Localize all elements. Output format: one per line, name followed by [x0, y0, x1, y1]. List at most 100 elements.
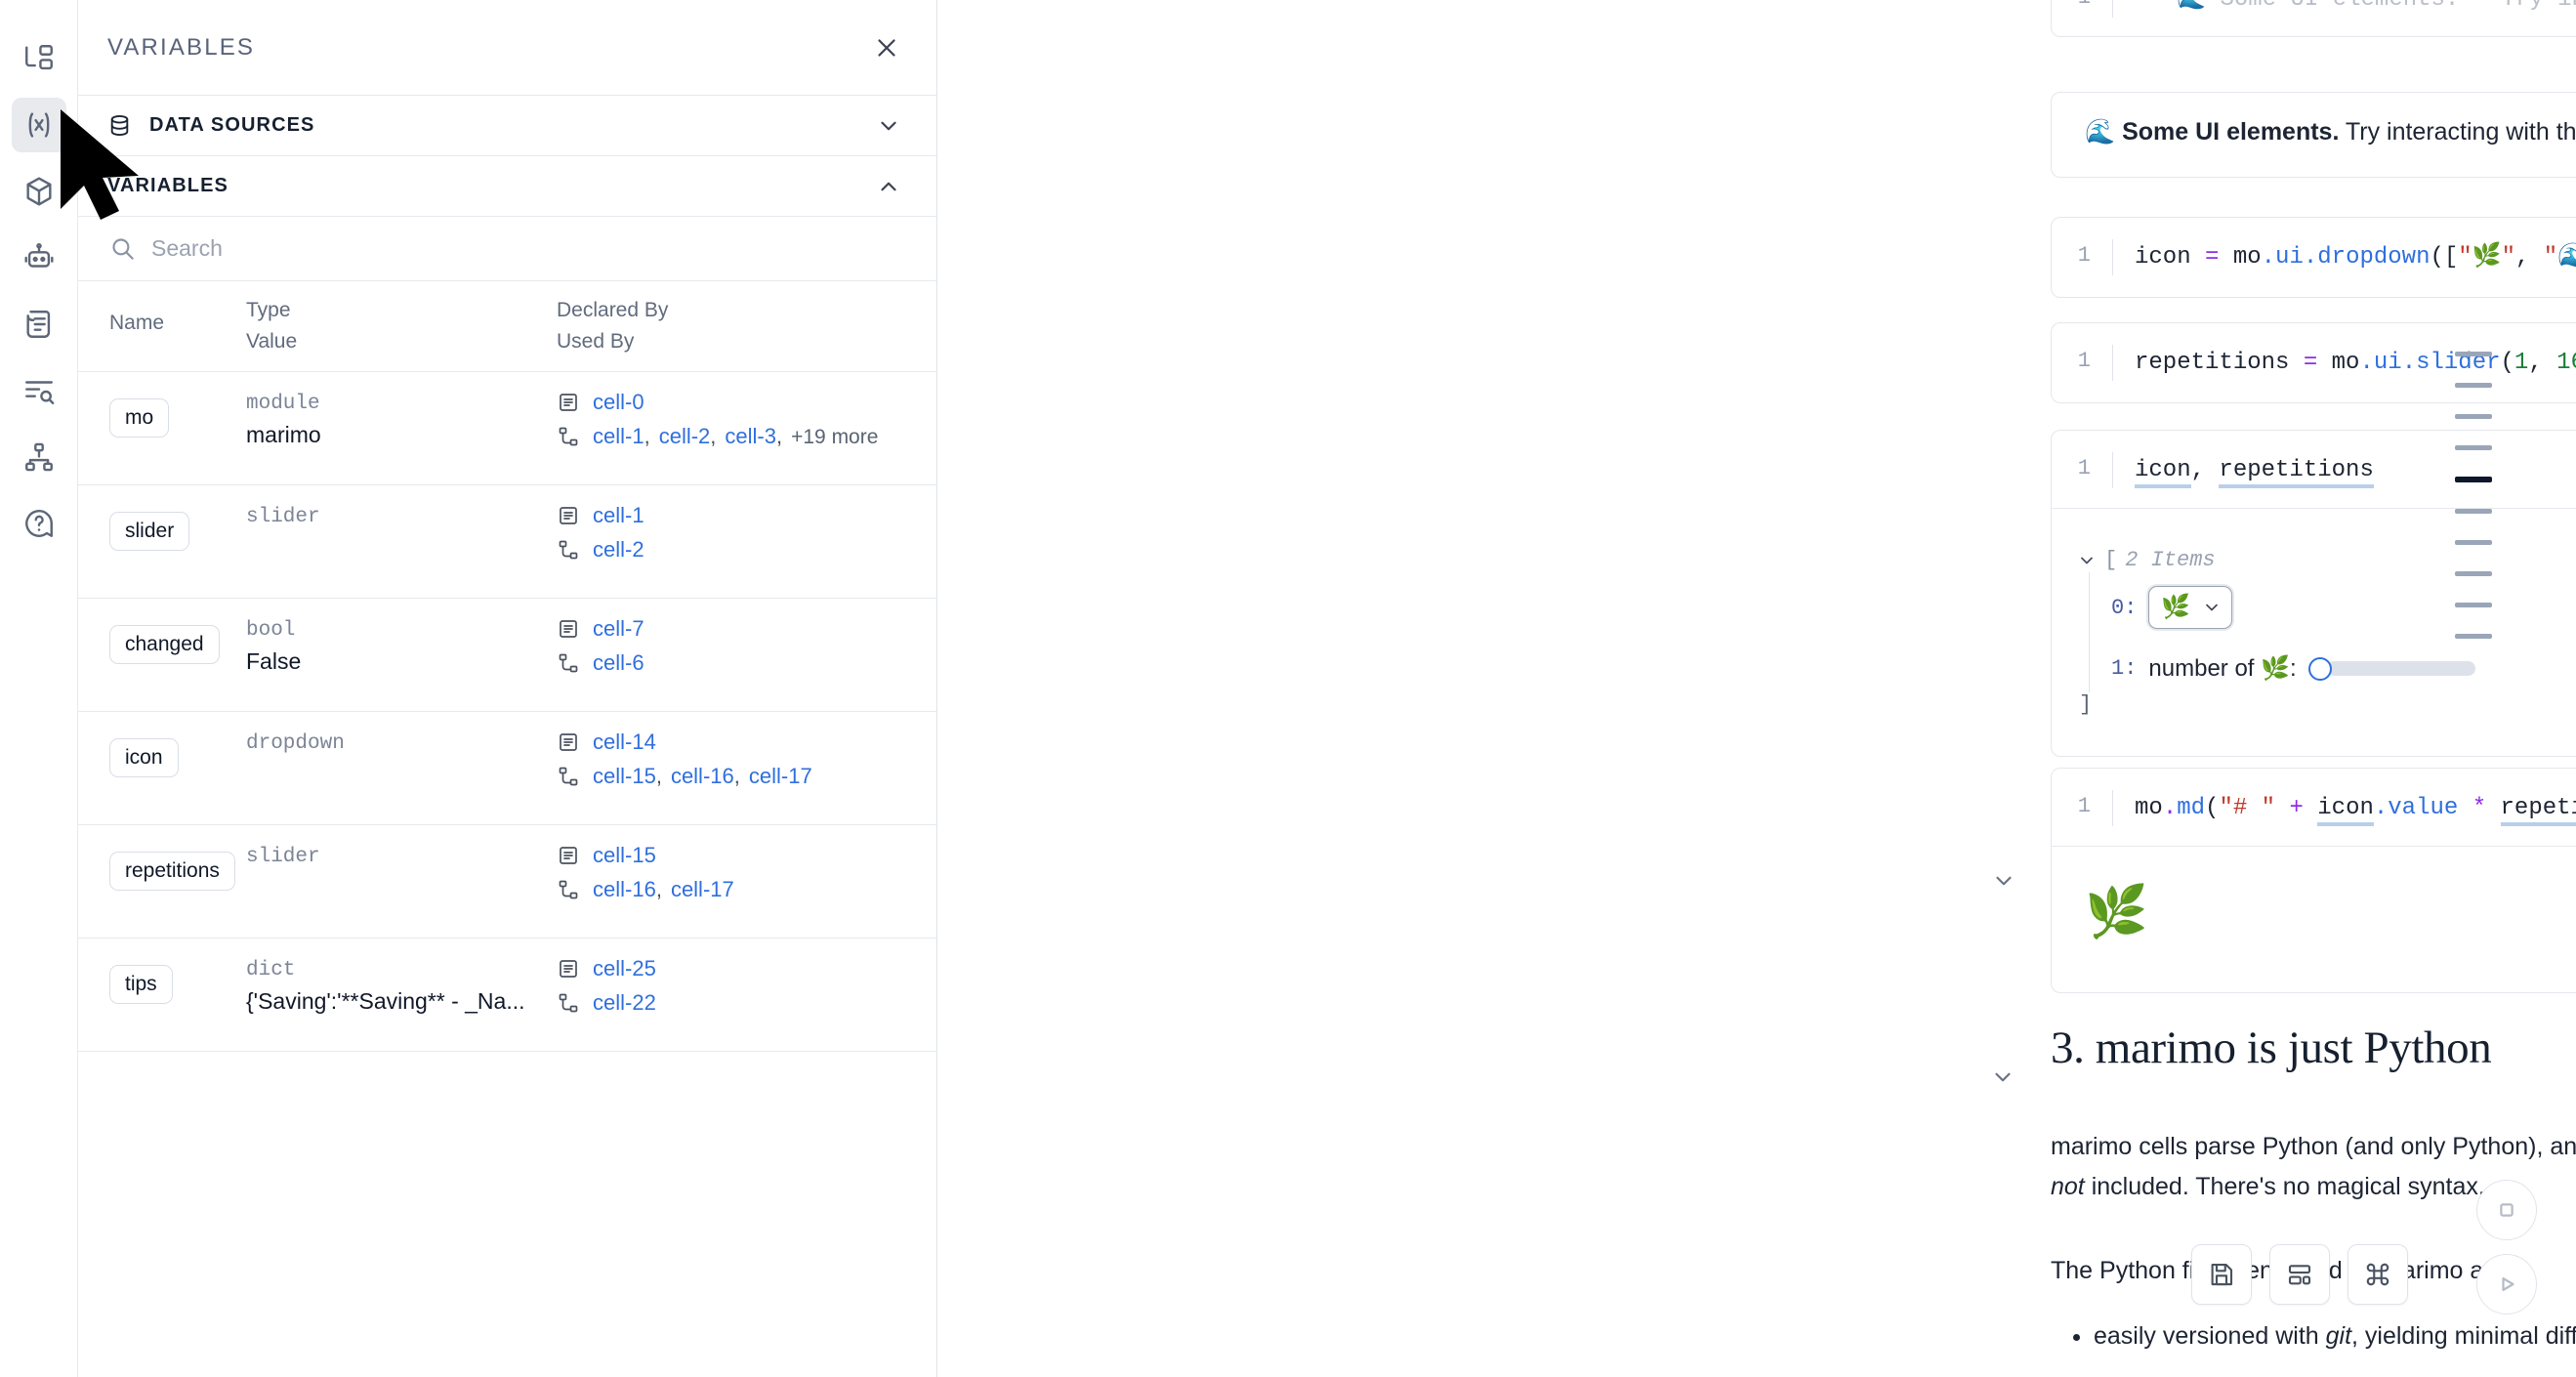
code-cell-dropdown[interactable]: 1 icon = mo.ui.dropdown(["🌿", "🌊", "✨"],…	[2051, 217, 2576, 299]
entry-index: 0:	[2111, 595, 2138, 620]
save-button[interactable]	[2191, 1244, 2252, 1305]
code-cell-slider[interactable]: 1 repetitions = mo.ui.slider(1, 16, labe…	[2051, 322, 2576, 404]
emphasis-not: not	[2051, 1172, 2085, 1200]
variable-name-chip[interactable]: icon	[109, 737, 179, 777]
command-palette-button[interactable]	[2347, 1244, 2408, 1305]
stop-icon[interactable]	[2476, 1180, 2537, 1240]
inspector-header[interactable]: [ 2 Items	[2077, 548, 2576, 572]
cell-link[interactable]: cell-14	[593, 729, 656, 754]
table-header-row: Name Type Value Declared By Used By	[78, 281, 936, 372]
code-cell-md[interactable]: 1 mo.md("# " + icon.value * repetitions.…	[1996, 768, 2576, 994]
used-by-line: cell-2	[557, 537, 927, 563]
section-data-sources[interactable]: DATA SOURCES	[78, 96, 936, 156]
markdown-output-cell[interactable]: 🌊 Some UI elements. Try interacting with…	[2051, 92, 2576, 178]
slider-label: number of 🌿:	[2148, 655, 2297, 683]
layout-button[interactable]	[2269, 1244, 2330, 1305]
bracket-close: ]	[2079, 692, 2093, 718]
column-header-value: Value	[246, 329, 298, 353]
list-item: easily versioned with git, yielding mini…	[2094, 1316, 2576, 1356]
minimap-mark[interactable]	[2455, 634, 2492, 639]
scratchpad-icon[interactable]	[12, 297, 66, 352]
cell-document-icon	[557, 957, 580, 981]
minimap-mark[interactable]	[2455, 352, 2492, 356]
minimap-mark[interactable]	[2455, 383, 2492, 388]
partial-code-cell[interactable]: 1 """🌊 Some UI elements.** Try interacti…	[2051, 0, 2576, 37]
variable-name-chip[interactable]: tips	[109, 964, 173, 1004]
cell-link[interactable]: cell-25	[593, 955, 656, 981]
variables-icon[interactable]	[11, 98, 66, 152]
cell-link[interactable]: cell-1	[593, 423, 644, 448]
cell-link[interactable]: cell-17	[748, 763, 812, 788]
chevron-down-icon[interactable]	[1990, 1064, 2015, 1090]
cell-link[interactable]: cell-0	[593, 389, 644, 414]
file-explorer-icon[interactable]	[12, 31, 66, 86]
minimap-mark[interactable]	[2455, 414, 2492, 419]
chevron-down-icon[interactable]	[1991, 868, 2016, 894]
robot-icon[interactable]	[12, 230, 66, 285]
cell-usage-icon	[557, 991, 580, 1015]
search-icon	[109, 235, 136, 262]
slider-thumb[interactable]	[2307, 656, 2332, 681]
minimap[interactable]	[2455, 352, 2492, 639]
code-cell-display[interactable]: 1 icon, repetitions [ 2 Items 0:	[2051, 430, 2576, 758]
cell-link[interactable]: cell-1	[593, 502, 644, 527]
panel-header: VARIABLES	[78, 0, 936, 96]
chevron-down-icon[interactable]	[2077, 551, 2097, 570]
cell-link[interactable]: cell-2	[658, 423, 711, 448]
variable-name-chip[interactable]: changed	[109, 624, 220, 664]
declared-by-line: cell-25	[557, 956, 927, 981]
chevron-down-icon	[2202, 598, 2222, 617]
inspector-entry-0: 0: 🌿	[2111, 586, 2576, 630]
cell-link[interactable]: cell-3	[725, 423, 776, 448]
partial-code-text: """🌊 Some UI elements.** Try interacting…	[2112, 0, 2576, 19]
bracket-open: [	[2104, 548, 2118, 573]
list-inspector: [ 2 Items 0: 🌿	[2052, 534, 2576, 730]
declared-by-line: cell-0	[557, 390, 927, 415]
search-input[interactable]	[151, 235, 901, 262]
minimap-mark[interactable]	[2455, 445, 2492, 450]
outline-search-icon[interactable]	[12, 363, 66, 418]
section-bullets: easily versioned with git, yielding mini…	[2051, 1316, 2576, 1356]
minimap-mark[interactable]	[2455, 571, 2492, 576]
cell-link[interactable]: cell-15	[593, 842, 656, 867]
used-by-line: cell-22	[557, 990, 927, 1016]
cell-link[interactable]: cell-7	[593, 615, 644, 641]
variable-name-chip[interactable]: repetitions	[109, 851, 235, 891]
variable-name-chip[interactable]: slider	[109, 511, 190, 551]
slider-track[interactable]	[2326, 661, 2475, 677]
cell-link[interactable]: cell-6	[593, 649, 644, 675]
cell-usage-icon	[557, 425, 580, 448]
declared-by-line: cell-15	[557, 843, 927, 868]
line-number: 1	[2077, 794, 2091, 818]
dependency-graph-icon[interactable]	[12, 430, 66, 484]
minimap-mark[interactable]	[2455, 509, 2492, 514]
chevron-down-icon[interactable]	[876, 113, 901, 139]
minimap-mark[interactable]	[2455, 540, 2492, 545]
cell-document-icon	[557, 391, 580, 414]
cell-link[interactable]: cell-16	[670, 763, 734, 788]
declared-by-line: cell-7	[557, 616, 927, 642]
cell-link[interactable]: cell-15	[593, 763, 656, 788]
chevron-up-icon[interactable]	[876, 174, 901, 199]
code-text-display: icon, repetitions	[2112, 452, 2576, 489]
minimap-mark-active[interactable]	[2455, 477, 2492, 482]
help-icon[interactable]	[12, 496, 66, 551]
close-icon[interactable]	[872, 33, 901, 63]
minimap-mark[interactable]	[2455, 603, 2492, 607]
used-by-more[interactable]: +19 more	[791, 425, 879, 448]
variable-name-chip[interactable]: mo	[109, 397, 170, 438]
dropdown-control[interactable]: 🌿	[2148, 586, 2233, 630]
declared-by-line: cell-14	[557, 730, 927, 755]
cell-link[interactable]: cell-17	[670, 876, 734, 901]
slider-control[interactable]	[2307, 656, 2475, 681]
package-icon[interactable]	[12, 164, 66, 219]
play-icon[interactable]	[2476, 1254, 2537, 1314]
section-paragraph-1: marimo cells parse Python (and only Pyth…	[2051, 1133, 2576, 1200]
cell-link[interactable]: cell-16	[593, 876, 656, 901]
cell-link[interactable]: cell-2	[593, 536, 644, 562]
section-variables[interactable]: VARIABLES	[78, 156, 936, 217]
cell-link[interactable]: cell-22	[593, 989, 656, 1015]
